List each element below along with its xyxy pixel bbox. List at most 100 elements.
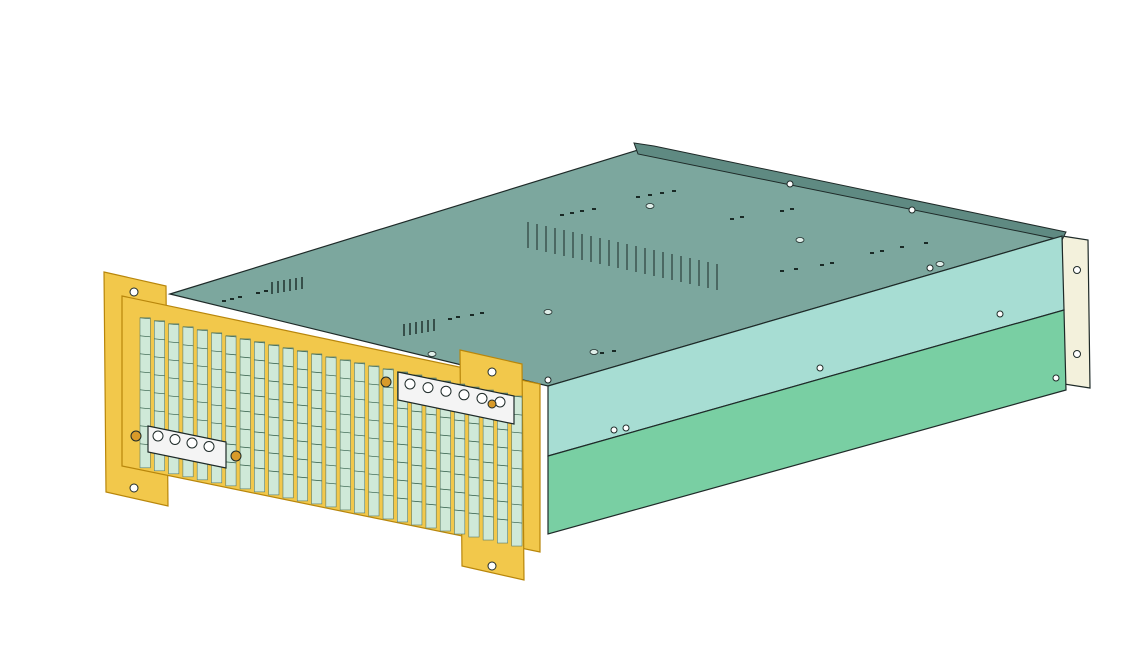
grille-bar [325, 356, 337, 359]
perforation [648, 194, 652, 196]
screw-icon [816, 364, 824, 372]
grille-bar [425, 413, 437, 416]
grille-bar [197, 347, 208, 350]
grille-slot [454, 383, 466, 535]
grille-bar [197, 383, 208, 386]
grille-bar [311, 389, 322, 392]
grille-bar [240, 410, 251, 413]
grille-slot [225, 335, 237, 487]
grille-bar [454, 473, 465, 476]
grille-bar [211, 422, 222, 425]
grille-bar [297, 440, 308, 443]
grille-bar [511, 485, 523, 488]
perforation [820, 264, 824, 266]
grille-bar [211, 368, 222, 371]
grille-bar [268, 362, 279, 365]
grille-bar [182, 344, 194, 347]
grille-bar [340, 431, 351, 434]
grille-bar [197, 365, 208, 368]
grille-bar [154, 392, 165, 395]
terminal-block-left-icon [147, 425, 227, 469]
grille-bar [397, 407, 408, 410]
grille-bar [354, 434, 365, 437]
screw-icon [1052, 374, 1060, 382]
grille-bar [254, 341, 265, 344]
grille-bar [139, 389, 151, 392]
screw-icon [795, 237, 805, 243]
grille-bar [254, 467, 265, 470]
grille-bar [282, 437, 294, 440]
grille-bar [325, 446, 337, 449]
grille-bar [297, 368, 308, 371]
rear-flange [1061, 235, 1091, 389]
grille-bar [168, 359, 179, 362]
grille-slot [468, 386, 480, 538]
grille-slot [325, 356, 337, 508]
grille-slot [139, 317, 151, 469]
perforation [870, 252, 874, 254]
perforation [238, 296, 242, 298]
grille-bar [340, 377, 351, 380]
grille-bar [440, 452, 451, 455]
grille-bar [468, 458, 480, 461]
perforation [780, 270, 784, 272]
grille-bar [268, 344, 279, 347]
grille-bar [497, 482, 508, 485]
grille-bar [383, 476, 394, 479]
screw-icon [544, 376, 552, 384]
grille-bar [225, 443, 237, 446]
grille-bar [425, 467, 437, 470]
grille-slot [168, 323, 180, 475]
grille-bar [354, 470, 365, 473]
perforation [592, 208, 596, 210]
screw-icon [996, 310, 1004, 318]
grille-bar [468, 476, 480, 479]
grille-bar [397, 497, 408, 500]
grille-bar [254, 359, 265, 362]
grille-bar [268, 416, 279, 419]
grille-bar [411, 428, 422, 431]
grille-slot [397, 371, 408, 523]
perforation [570, 212, 574, 214]
perforation [924, 242, 928, 244]
grille-bar [282, 473, 294, 476]
grille-bar [225, 335, 237, 338]
perforation [794, 268, 798, 270]
grille-bar [483, 515, 494, 518]
grille-bar [297, 386, 308, 389]
grille-slot [153, 320, 165, 472]
grille-bar [354, 488, 365, 491]
grille-bar [139, 407, 151, 410]
grille-bar [211, 332, 222, 335]
grille-bar [454, 491, 465, 494]
screw-icon [543, 309, 553, 315]
perforation [580, 210, 584, 212]
grille-bar [225, 353, 237, 356]
grille-bar [511, 467, 523, 470]
grille-bar [411, 464, 422, 467]
grille-bar [411, 410, 422, 413]
grille-bar [454, 509, 465, 512]
grille-bar [311, 371, 322, 374]
grille-bar [468, 512, 480, 515]
grille-bar [368, 365, 380, 368]
grille-bar [325, 410, 337, 413]
grille-bar [154, 320, 165, 323]
perforation [830, 262, 834, 264]
grille-slot [439, 380, 451, 532]
grille-bar [240, 338, 251, 341]
grille-bar [282, 455, 294, 458]
perforation [448, 318, 452, 320]
bracket-hole-bottom-left-icon [129, 483, 139, 493]
top-panel-features [222, 190, 945, 357]
grille-bar [168, 413, 179, 416]
grille-bar [182, 416, 194, 419]
grille-bar [383, 494, 394, 497]
side-panel-lower [547, 309, 1067, 535]
grille-bar [254, 377, 265, 380]
grille-bar [483, 461, 494, 464]
grille-bar [511, 521, 523, 524]
grille-bar [139, 335, 151, 338]
